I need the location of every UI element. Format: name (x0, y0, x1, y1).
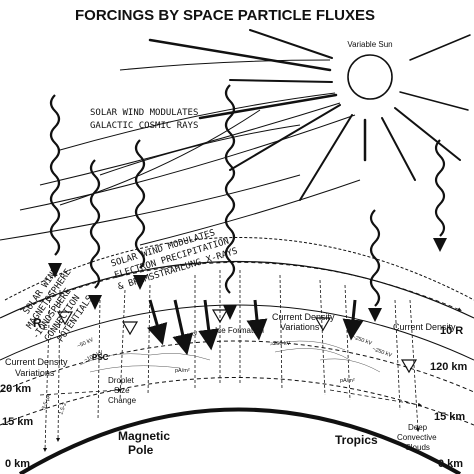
cdv-center-2: Variations (280, 322, 320, 332)
ice-formation-label: Ice Formation (215, 326, 264, 335)
cd-right: Current Density (393, 322, 456, 332)
magnetosphere-arc (0, 237, 474, 426)
current-lines (43, 270, 420, 452)
alt-left-20km: 20 km (0, 383, 31, 395)
droplet-2: Size (114, 386, 130, 395)
deep-1: Deep (408, 423, 428, 432)
alt-left-15km: 15 km (2, 416, 33, 428)
droplet-3: Change (108, 396, 137, 405)
alt-right-10re: 10 R (440, 325, 463, 337)
kv-4: ~250 kV (270, 341, 291, 347)
deep-2: Convective (397, 433, 437, 442)
re-label: R (33, 316, 42, 330)
kv-6: ~250 kV (371, 346, 392, 359)
alt-right-0km: 0 km (438, 458, 463, 470)
kv-3: ~250 kV (177, 331, 199, 342)
re-sub: E (43, 325, 48, 332)
horizontal-currents (19, 262, 462, 407)
gcr-label-line1: SOLAR WIND MODULATES (90, 108, 198, 118)
cloud-regions (79, 340, 381, 373)
psc-label: PSC (92, 353, 109, 362)
alt-right-120km: 120 km (430, 361, 468, 373)
triangle-markers (56, 309, 418, 374)
cdv-left-1: Current Density (5, 357, 68, 367)
kv-5: ~250 kV (351, 334, 372, 347)
pam-2: pA/m² (340, 378, 355, 384)
deep-3: Clouds (405, 443, 430, 452)
diagram-title: FORCINGS BY SPACE PARTICLE FLUXES (75, 7, 375, 24)
kv-labels: ~50 kV ~100 kV ~250 kV ~250 kV ~250 kV ~… (41, 331, 393, 416)
tropics-label: Tropics (335, 433, 378, 447)
cosmic-ray-paths (49, 84, 446, 307)
sun-icon (347, 54, 393, 100)
electron-precip-label: SOLAR WIND MODULATES ELECTRON PRECIPITAT… (110, 228, 239, 292)
sun-rays (148, 29, 471, 201)
small-2: 1.5-2 (58, 402, 68, 416)
pam-1: pA/m² (175, 368, 190, 374)
magnetic-2: Pole (128, 443, 154, 457)
cdv-left-2: Variations (15, 368, 55, 378)
alt-left-0km: 0 km (5, 458, 30, 470)
earth-surface (18, 407, 462, 474)
alt-right-15km: 15 km (434, 411, 465, 423)
magnetic-1: Magnetic (118, 429, 170, 443)
sun-label: Variable Sun (347, 40, 392, 49)
electron-arrows (147, 299, 364, 356)
kv-1: ~50 kV (76, 337, 94, 350)
solar-wind-streamlines (0, 59, 361, 246)
droplet-1: Droplet (108, 376, 135, 385)
gcr-label-line2: GALACTIC COSMIC RAYS (90, 121, 198, 131)
cdv-center-1: Current Density (272, 312, 335, 322)
cosmic-ray-arrows (48, 238, 447, 322)
small-1: 3-5 μA (41, 393, 52, 411)
